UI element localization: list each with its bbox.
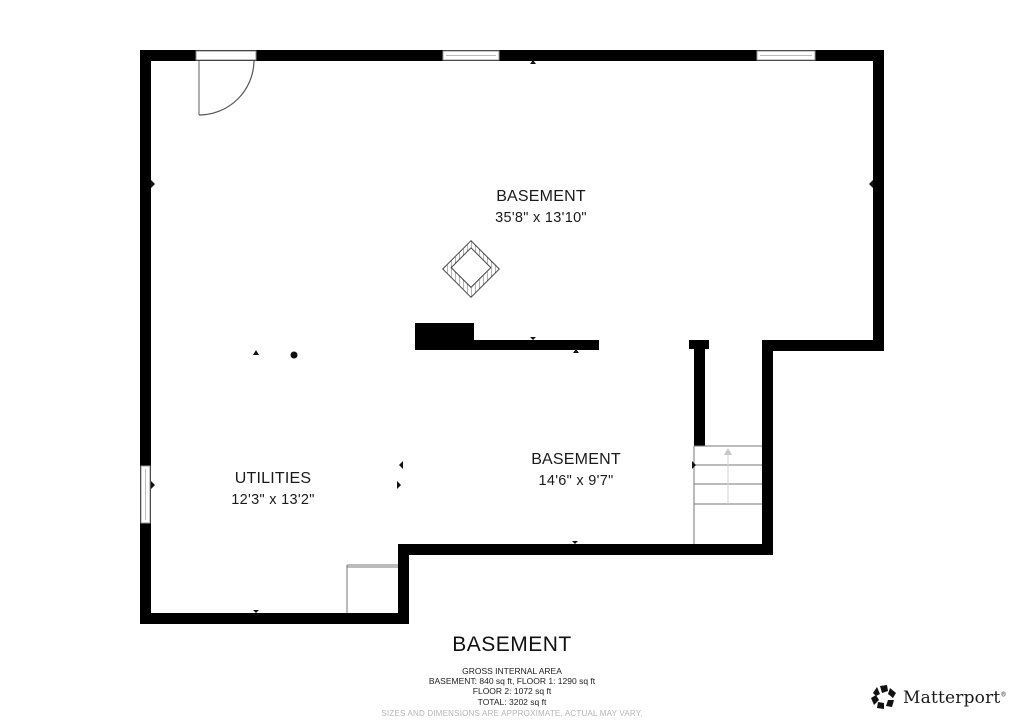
wall-right-step	[762, 340, 884, 351]
window-top-right	[756, 50, 816, 61]
window-left	[140, 465, 151, 524]
floor-title: BASEMENT	[452, 633, 572, 656]
stair-arrow-up-icon	[724, 448, 732, 455]
windows	[140, 50, 816, 524]
marker-triangle	[253, 610, 259, 613]
wall-stair-right	[762, 340, 773, 555]
door	[195, 50, 257, 116]
marker-triangle	[397, 481, 401, 489]
marker-triangle	[572, 541, 578, 544]
marker-triangle	[253, 350, 259, 355]
wall-top	[140, 50, 884, 61]
disclaimer: SIZES AND DIMENSIONS ARE APPROXIMATE, AC…	[381, 709, 643, 718]
window-top-middle	[442, 50, 500, 61]
area-heading: GROSS INTERNAL AREA	[462, 666, 562, 676]
marker-triangle	[573, 349, 579, 353]
room-dimensions: 12'3" x 13'2"	[231, 492, 315, 508]
brand-name-text: Matterport	[903, 688, 1001, 708]
stairs	[693, 445, 762, 544]
stair-wall-left	[694, 340, 705, 446]
room-name: UTILITIES	[234, 470, 312, 487]
wall-bottom	[140, 613, 409, 624]
area-summary: GROSS INTERNAL AREA BASEMENT: 840 sq ft,…	[362, 666, 662, 707]
area-line-2: FLOOR 2: 1072 sq ft	[472, 686, 552, 697]
marker-triangle	[692, 461, 696, 469]
marker-triangle	[530, 60, 536, 64]
wall-notch	[398, 544, 409, 624]
markers	[151, 60, 873, 613]
utility-cabinet	[346, 564, 398, 613]
registered-mark: ®	[1000, 691, 1007, 699]
marker-triangle	[151, 481, 155, 489]
room-label-basement-main: BASEMENT 35'8" x 13'10"	[441, 188, 641, 226]
matterport-logo-icon	[871, 685, 896, 709]
interior-partition	[415, 340, 599, 350]
room-dimensions: 14'6" x 9'7"	[538, 473, 614, 489]
wall-lower-bottom	[398, 544, 773, 555]
brand-logo: Matterport®	[871, 685, 1007, 711]
room-label-utilities: UTILITIES 12'3" x 13'2"	[173, 470, 373, 508]
chimney-symbol	[442, 240, 500, 298]
room-name: BASEMENT	[496, 188, 586, 205]
marker-triangle	[151, 180, 155, 188]
brand-name: Matterport®	[903, 688, 1007, 708]
room-name: BASEMENT	[531, 451, 621, 468]
marker-triangle	[869, 180, 873, 188]
area-line-1: BASEMENT: 840 sq ft, FLOOR 1: 1290 sq ft	[428, 676, 596, 687]
area-line-3: TOTAL: 3202 sq ft	[477, 696, 547, 707]
room-dimensions: 35'8" x 13'10"	[495, 210, 587, 226]
marker-triangle	[399, 461, 403, 469]
room-label-basement-lower: BASEMENT 14'6" x 9'7"	[476, 451, 676, 489]
wall-left	[140, 50, 151, 624]
walls	[140, 50, 884, 624]
marker-dot	[290, 351, 298, 359]
wall-right	[873, 50, 884, 351]
marker-triangle	[530, 337, 536, 340]
